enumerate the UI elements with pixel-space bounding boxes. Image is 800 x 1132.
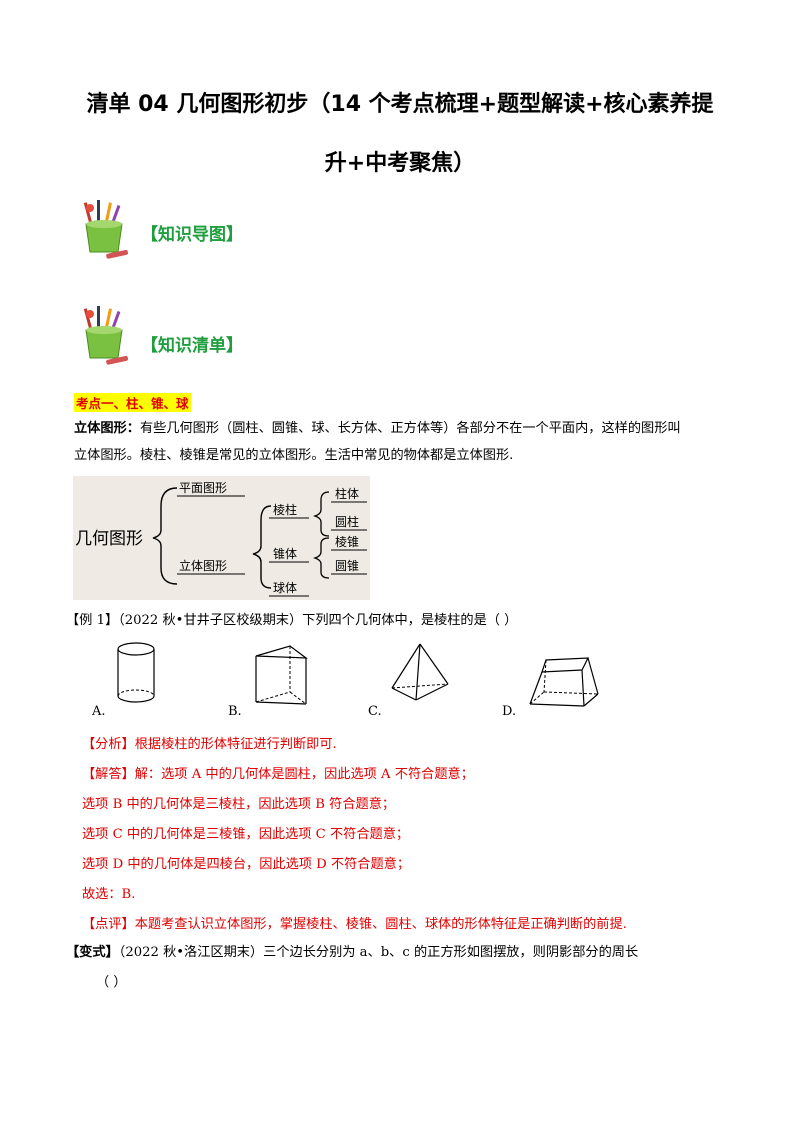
tree-brace-solid (252, 505, 272, 589)
tree-cylinder-label: 圆柱 (335, 514, 359, 529)
comment-text: 【点评】本题考查认识立体图形，掌握棱柱、棱锥、圆柱、球体的形体特征是正确判断的前… (82, 917, 627, 932)
definition-term: 立体图形： (74, 421, 140, 436)
pencil-cup-icon (83, 200, 128, 259)
variant-line-1: 【变式】（2022 秋•洛江区期末）三个边长分别为 a、b、c 的正方形如图摆放… (66, 945, 638, 961)
answer-line-1: 【解答】解：选项 A 中的几何体是圆柱，因此选项 A 不符合题意； (82, 767, 474, 782)
page-title-line-1: 清单 04 几何图形初步（14 个考点梳理+题型解读+核心素养提 (86, 92, 714, 117)
example-question: （2022 秋•甘井子区校级期末）下列四个几何体中，是棱柱的是（ ） (118, 613, 518, 628)
kaodian-heading: 考点一、柱、锥、球 (74, 393, 191, 412)
option-d-label: D. (502, 704, 517, 719)
analysis-text: 【分析】根据棱柱的形体特征进行判断即可. (82, 737, 337, 752)
option-b-label: B. (228, 704, 242, 719)
frustum-figure (529, 657, 599, 707)
definition-line-1: 立体图形：有些几何图形（圆柱、圆锥、球、长方体、正方体等）各部分不在一个平面内，… (74, 421, 681, 437)
definition-text-2: 立体图形。棱柱、棱锥是常见的立体图形。生活中常见的物体都是立体图形. (74, 448, 514, 463)
option-a-label: A. (92, 704, 106, 719)
tree-root-label: 几何图形 (75, 529, 143, 549)
tree-brace-prism (312, 491, 330, 537)
page-title-line-2: 升+中考聚焦） (324, 151, 476, 176)
tree-brace-cone (312, 537, 330, 579)
tree-column-label: 柱体 (335, 486, 359, 501)
section-heading-mindmap: 【知识导图】 (141, 225, 243, 245)
tree-brace-root (152, 487, 178, 585)
cylinder-figure (117, 642, 155, 703)
triangular-prism-figure (255, 645, 308, 705)
answer-line-2: 选项 B 中的几何体是三棱柱，因此选项 B 符合题意； (82, 797, 396, 812)
example-question-line: 【例 1】（2022 秋•甘井子区校级期末）下列四个几何体中，是棱柱的是（ ） (66, 613, 517, 629)
pencil-cup-icon (83, 306, 128, 365)
option-c-label: C. (368, 704, 382, 719)
tree-cone-label: 圆锥 (335, 559, 359, 573)
variant-label: 【变式】 (66, 945, 119, 960)
tree-solid-label: 立体图形 (179, 558, 227, 573)
tree-sphere-label: 球体 (273, 581, 297, 595)
tree-cone-group-label: 锥体 (273, 547, 297, 561)
section-heading-checklist: 【知识清单】 (141, 336, 243, 356)
classification-diagram: 几何图形 平面图形 立体图形 棱柱 锥体 球体 柱体 圆柱 棱锥 圆锥 (73, 476, 370, 600)
variant-text-1: （2022 秋•洛江区期末）三个边长分别为 a、b、c 的正方形如图摆放，则阴影… (118, 945, 639, 960)
variant-text-2: （ ） (96, 975, 127, 990)
answer-line-5: 故选：B. (82, 887, 136, 902)
answer-line-4: 选项 D 中的几何体是四棱台，因此选项 D 不符合题意； (82, 857, 411, 872)
example-label: 【例 1】 (66, 613, 119, 628)
tree-prism-label: 棱柱 (273, 502, 297, 517)
answer-line-3: 选项 C 中的几何体是三棱锥，因此选项 C 不符合题意； (82, 827, 410, 842)
definition-text-1: 有些几何图形（圆柱、圆锥、球、长方体、正方体等）各部分不在一个平面内，这样的图形… (139, 421, 681, 436)
tree-pyramid-label: 棱锥 (335, 534, 359, 549)
tree-plane-label: 平面图形 (179, 481, 227, 495)
triangular-pyramid-figure (391, 643, 449, 701)
